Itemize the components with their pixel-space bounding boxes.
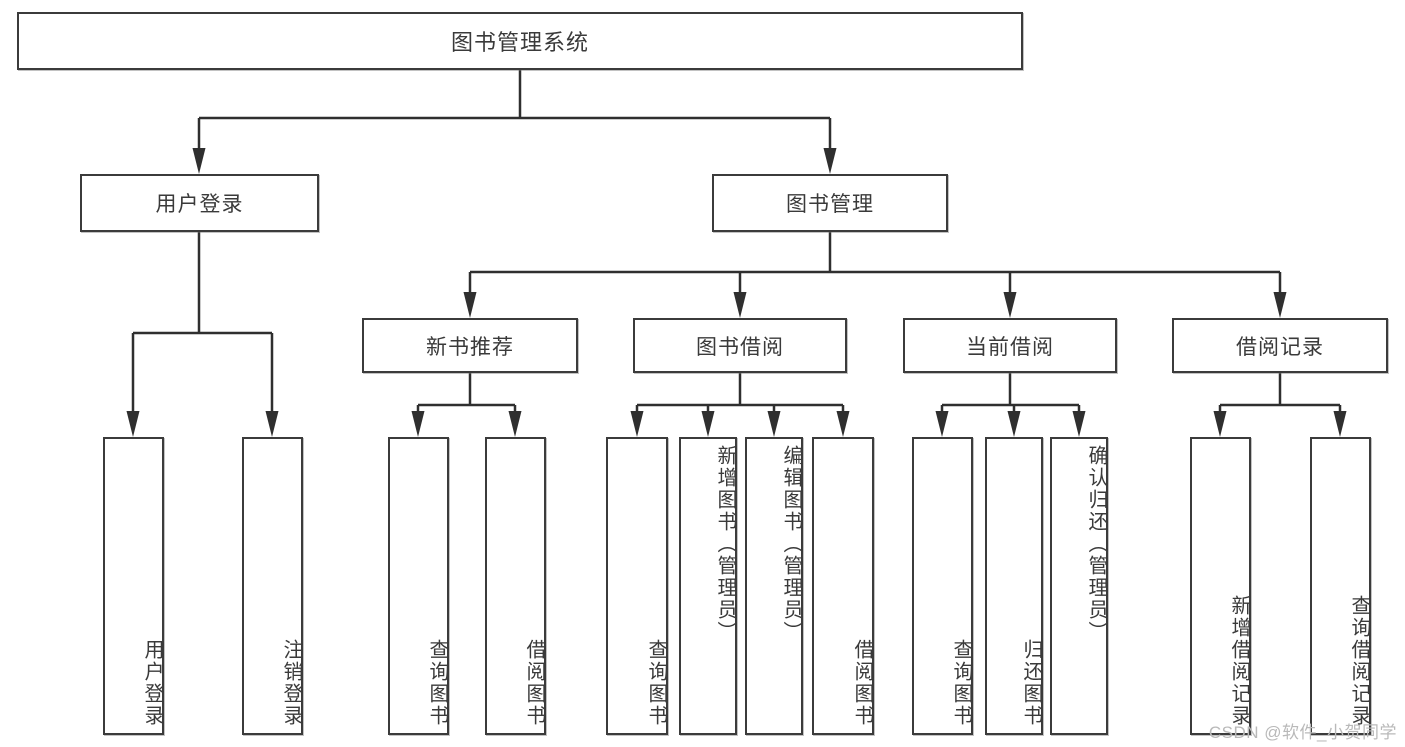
node-label-borrow: 图书借阅 (696, 335, 784, 359)
node-label-leaf-bo-edit: 编辑图书（管理员） (780, 445, 802, 643)
node-leaf-nb-borrow[interactable]: 借阅图书 (485, 437, 546, 735)
node-records[interactable]: 借阅记录 (1172, 318, 1388, 373)
c-login-arrowhead-1 (265, 411, 279, 437)
node-leaf-user-login[interactable]: 用户登录 (103, 437, 164, 735)
node-leaf-bo-edit[interactable]: 编辑图书（管理员） (745, 437, 803, 735)
c-root-arrowhead-1 (823, 148, 837, 174)
node-label-leaf-nb-query: 查询图书 (426, 639, 448, 727)
c-current-arrowhead-0 (935, 411, 949, 437)
node-label-leaf-nb-borrow: 借阅图书 (523, 639, 545, 727)
node-leaf-re-add[interactable]: 新增借阅记录 (1190, 437, 1251, 735)
c-bookmgmt-arrowhead-2 (1003, 292, 1017, 318)
c-root-arrowhead-0 (192, 148, 206, 174)
node-leaf-user-logout[interactable]: 注销登录 (242, 437, 303, 735)
node-newbook[interactable]: 新书推荐 (362, 318, 578, 373)
c-borrow-arrowhead-3 (836, 411, 850, 437)
node-label-newbook: 新书推荐 (426, 335, 514, 359)
c-bookmgmt-arrowhead-3 (1273, 292, 1287, 318)
c-borrow-arrowhead-2 (767, 411, 781, 437)
node-label-leaf-cu-query: 查询图书 (950, 639, 972, 727)
node-label-leaf-bo-query: 查询图书 (645, 639, 667, 727)
node-leaf-cu-query[interactable]: 查询图书 (912, 437, 973, 735)
c-current-arrowhead-1 (1007, 411, 1021, 437)
node-leaf-cu-return[interactable]: 归还图书 (985, 437, 1043, 735)
node-bookmgmt[interactable]: 图书管理 (712, 174, 948, 232)
node-label-login: 用户登录 (155, 193, 244, 216)
node-leaf-bo-borrow[interactable]: 借阅图书 (812, 437, 874, 735)
node-label-current: 当前借阅 (966, 335, 1054, 359)
node-leaf-cu-confirm[interactable]: 确认归还（管理员） (1050, 437, 1108, 735)
node-label-leaf-re-add: 新增借阅记录 (1228, 595, 1250, 727)
node-label-leaf-cu-return: 归还图书 (1020, 639, 1042, 727)
node-root[interactable]: 图书管理系统 (17, 12, 1023, 70)
node-leaf-bo-query[interactable]: 查询图书 (606, 437, 668, 735)
node-leaf-nb-query[interactable]: 查询图书 (388, 437, 449, 735)
c-records-arrowhead-0 (1213, 411, 1227, 437)
c-borrow-arrowhead-1 (701, 411, 715, 437)
node-label-leaf-re-query: 查询借阅记录 (1348, 595, 1370, 727)
node-login[interactable]: 用户登录 (80, 174, 319, 232)
node-label-leaf-bo-add: 新增图书（管理员） (714, 445, 736, 643)
c-bookmgmt-arrowhead-0 (463, 292, 477, 318)
node-leaf-re-query[interactable]: 查询借阅记录 (1310, 437, 1371, 735)
c-newbook-arrowhead-0 (411, 411, 425, 437)
c-bookmgmt-arrowhead-1 (733, 292, 747, 318)
node-label-bookmgmt: 图书管理 (786, 193, 874, 216)
node-leaf-bo-add[interactable]: 新增图书（管理员） (679, 437, 737, 735)
node-current[interactable]: 当前借阅 (903, 318, 1117, 373)
node-label-leaf-cu-confirm: 确认归还（管理员） (1085, 445, 1107, 643)
c-borrow-arrowhead-0 (630, 411, 644, 437)
node-label-leaf-user-logout: 注销登录 (280, 639, 302, 727)
node-label-leaf-user-login: 用户登录 (141, 639, 163, 727)
c-login-arrowhead-0 (126, 411, 140, 437)
c-newbook-arrowhead-1 (508, 411, 522, 437)
c-records-arrowhead-1 (1333, 411, 1347, 437)
node-label-root: 图书管理系统 (450, 30, 589, 55)
node-borrow[interactable]: 图书借阅 (633, 318, 847, 373)
c-current-arrowhead-2 (1072, 411, 1086, 437)
node-label-records: 借阅记录 (1236, 335, 1324, 359)
node-label-leaf-bo-borrow: 借阅图书 (851, 639, 873, 727)
